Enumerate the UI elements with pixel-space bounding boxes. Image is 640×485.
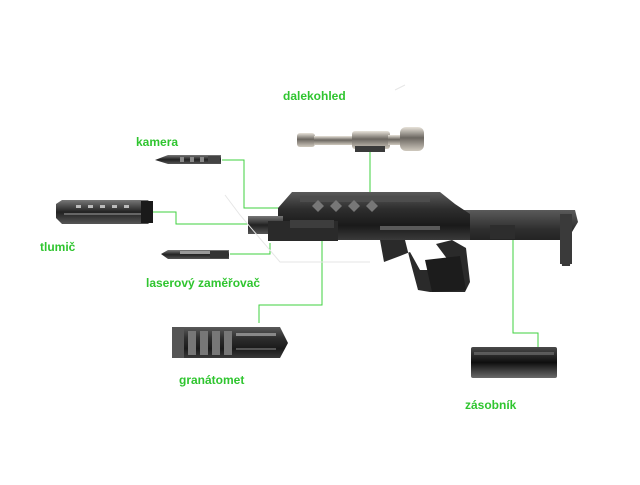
leader-line-laser bbox=[230, 243, 271, 255]
label-camera: kamera bbox=[136, 135, 179, 149]
silencer-part bbox=[56, 200, 153, 224]
label-silencer: tlumič bbox=[40, 240, 76, 254]
leader-line-silencer bbox=[153, 211, 262, 225]
rifle-body bbox=[248, 192, 578, 292]
leader-line-grenade-launcher bbox=[258, 238, 323, 323]
laser-sight-part bbox=[161, 250, 229, 259]
label-grenade-launcher: granátomet bbox=[179, 373, 245, 387]
magazine-part bbox=[471, 347, 557, 378]
background-ghosting bbox=[224, 84, 406, 263]
grenade-launcher-part bbox=[172, 327, 288, 358]
leader-line-camera bbox=[222, 159, 305, 209]
camera-part bbox=[155, 155, 221, 164]
leader-line-magazine bbox=[512, 238, 539, 347]
scope-part bbox=[297, 127, 424, 152]
label-scope: dalekohled bbox=[283, 89, 346, 103]
label-magazine: zásobník bbox=[465, 398, 517, 412]
label-laser-sight: laserový zaměřovač bbox=[146, 276, 261, 290]
leader-lines bbox=[153, 150, 539, 347]
